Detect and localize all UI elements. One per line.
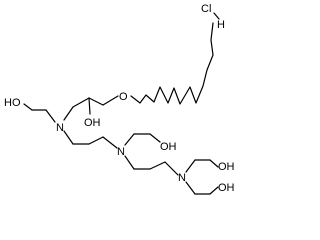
- bond-choh-oh: [88, 97, 91, 115]
- hydroxyl-label-left: HO: [4, 97, 21, 109]
- dodecyl-chain: [130, 22, 214, 105]
- bond-n2-ch2a: [124, 133, 135, 146]
- bond-propyl2-3: [164, 161, 179, 176]
- cl-label: Cl: [201, 3, 211, 15]
- hydroxyl-label-right-top: OH: [218, 161, 235, 173]
- nitrogen-label-middle: N: [117, 146, 125, 158]
- bond-n3-down-a: [185, 181, 196, 195]
- molecule-canvas: Cl H O OH N N N HO OH OH OH: [4, 3, 235, 195]
- hydroxyl-label-right-bottom: OH: [218, 182, 235, 194]
- bond-n1-ch2a: [45, 109, 56, 123]
- bond-n3-up-oh: [209, 159, 219, 168]
- bond-n3-up-a: [185, 159, 196, 173]
- nitrogen-label-left: N: [56, 122, 64, 134]
- bond-n3-down-oh: [209, 186, 219, 195]
- bond-propyl-2: [88, 136, 104, 145]
- bond-n2-propyl: [124, 155, 135, 170]
- nitrogen-label-right: N: [178, 172, 186, 184]
- bond-ch2-choh: [88, 97, 104, 106]
- skeletal-formula: Cl H O OH N N N HO OH OH OH: [4, 3, 235, 195]
- bond-propyl2-2: [149, 161, 166, 170]
- ether-oxygen-label: O: [119, 91, 128, 103]
- hydroxyl-label-middle: OH: [160, 141, 177, 153]
- bond-h-cl: [213, 12, 220, 20]
- bond-ch2b-ho: [23, 103, 33, 111]
- hydroxyl-label-top: OH: [84, 117, 101, 129]
- bond-choh-ch2: [72, 97, 90, 108]
- bond-o-ch2: [102, 95, 119, 106]
- bond-ch2-n1: [63, 106, 74, 121]
- bond-propyl-3: [102, 136, 118, 149]
- bond-n1-propyl: [63, 130, 74, 145]
- bond-n2-oh: [149, 133, 161, 143]
- h-label: H: [217, 19, 225, 31]
